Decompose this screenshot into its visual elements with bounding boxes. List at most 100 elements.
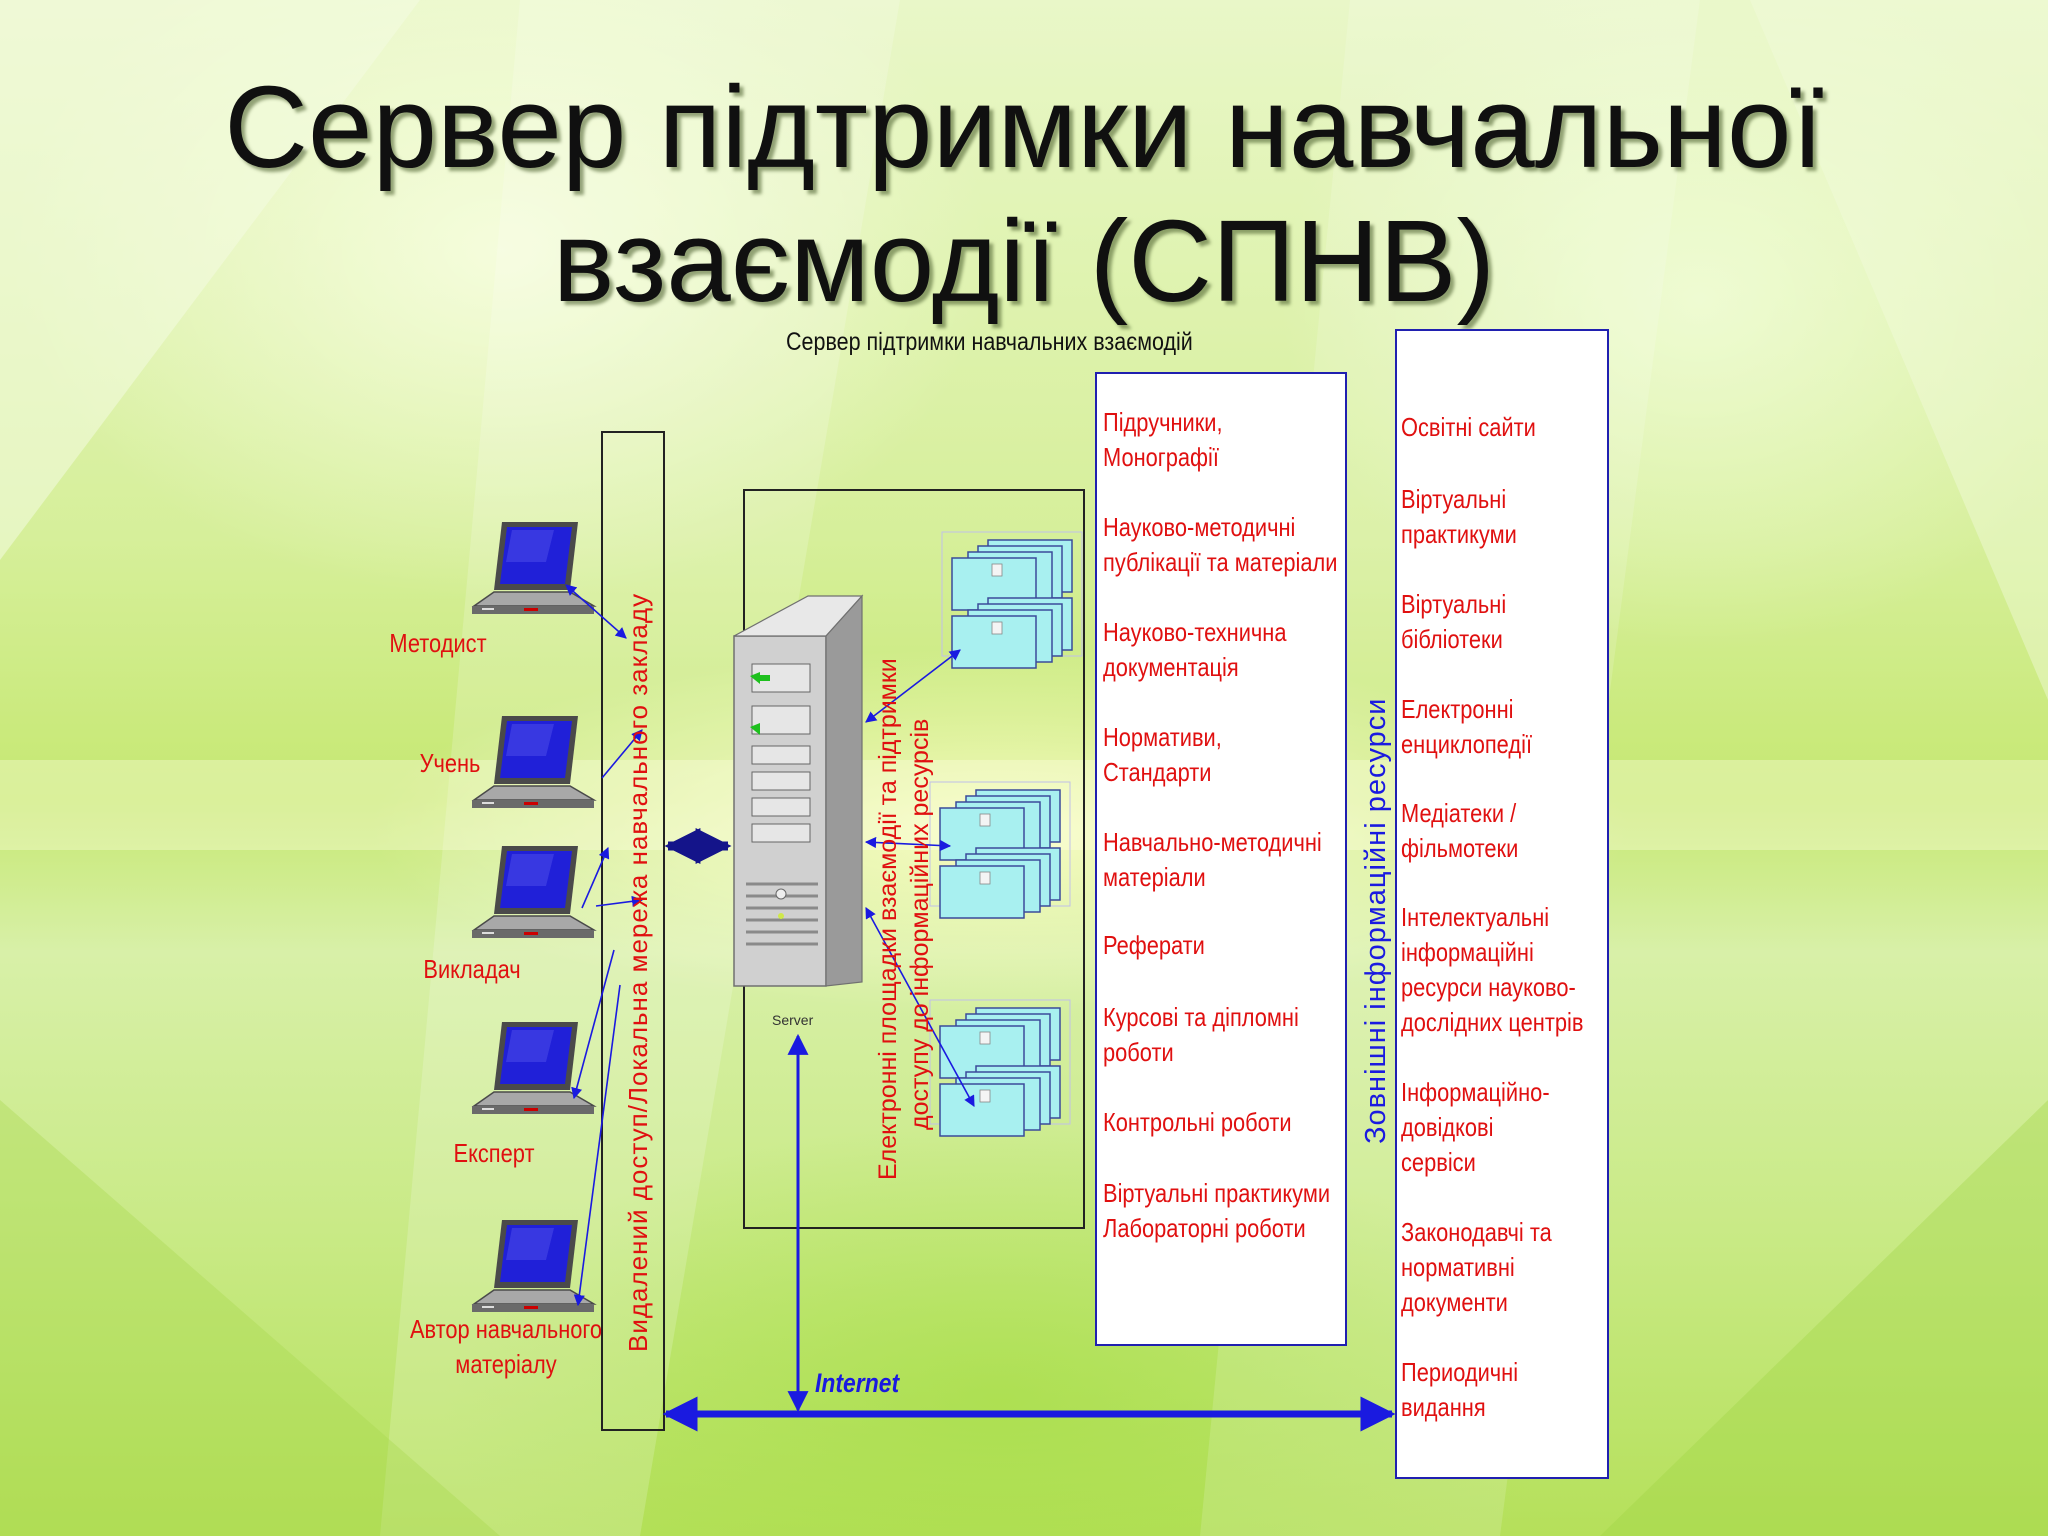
internal-resource-item-line: Монографії [1103, 442, 1219, 472]
internal-resource-item-line: публікації та матеріали [1103, 547, 1338, 577]
internal-resource-item: Контрольні роботи [1103, 1105, 1292, 1140]
role-label-line: Експерт [453, 1138, 535, 1168]
external-resource-item: Медіатеки / фільмотеки [1401, 796, 1518, 866]
external-resource-item: Інформаційно-довідкові сервіси [1401, 1075, 1550, 1180]
laptop-icon-expert [471, 1021, 595, 1115]
arrow-teacher-2 [595, 895, 644, 907]
internal-resource-item: Науково-технична документація [1103, 615, 1287, 685]
internal-resource-item-line: Навчально-методичні [1103, 827, 1322, 857]
internal-resource-item: Курсові та діпломні роботи [1103, 1000, 1299, 1070]
external-resource-item-line: Віртуальні [1401, 589, 1507, 619]
arrow-server-docs-3 [865, 907, 975, 1107]
internal-resource-item: Реферати [1103, 928, 1205, 963]
external-resource-item-line: Інформаційно- [1401, 1077, 1550, 1107]
internal-resource-item-line: Науково-технична [1103, 617, 1287, 647]
arrow-server-docs-2 [864, 836, 952, 852]
arrow-expert [571, 949, 615, 1100]
laptop-icon-methodist [471, 521, 595, 615]
internal-resource-item-line: матеріали [1103, 862, 1206, 892]
internal-resource-item-line: Контрольні роботи [1103, 1107, 1292, 1137]
role-label: Учень [324, 746, 576, 781]
external-label-text: Зовнішні інформаційні ресурси [1360, 697, 1392, 1144]
network-label-text: Видалений доступ/Локальна мережа навчаль… [623, 592, 653, 1352]
diagram-caption: Сервер підтримки навчальних взаємодій [786, 328, 1193, 356]
laptop-icon-teacher [471, 845, 595, 939]
external-resource-item: Периодичні видання [1401, 1355, 1518, 1425]
external-resource-item-line: Периодичні [1401, 1357, 1519, 1387]
platforms-label: Електронні площадки взаємодії та підтрим… [872, 540, 936, 1180]
role-label-line: матеріалу [455, 1349, 557, 1379]
doc-stack-1 [942, 532, 1082, 668]
external-resource-item-line: видання [1401, 1392, 1486, 1422]
network-label: Видалений доступ/Локальна мережа навчаль… [623, 512, 654, 1352]
internal-resource-item-line: Віртуальні практикуми [1103, 1178, 1331, 1208]
external-resource-item: Інтелектуальні інформаційні ресурси науков… [1401, 900, 1583, 1040]
role-label-line: Викладач [423, 954, 521, 984]
role-label: Методист [312, 626, 564, 661]
role-label: Експерт [368, 1136, 620, 1171]
external-resource-item-line: сервіси [1401, 1147, 1476, 1177]
slide-title: Сервер підтримки навчальної взаємодії (С… [0, 60, 2048, 328]
server-icon [733, 594, 864, 987]
internal-resource-item: Підручники, Монографії [1103, 405, 1223, 475]
external-resource-item-line: Інтелектуальні [1401, 902, 1550, 932]
doc-stack-3 [930, 1000, 1070, 1136]
server-label: Server [772, 1012, 814, 1028]
external-resource-item-line: Електронні [1401, 694, 1514, 724]
internal-resource-item: Науково-методичні публікації та матеріали [1103, 510, 1337, 580]
internal-resource-item-line: Науково-методичні [1103, 512, 1296, 542]
external-resource-item-line: енциклопедії [1401, 729, 1533, 759]
internal-resource-item: Нормативи, Стандарти [1103, 720, 1222, 790]
role-label-line: Автор навчального [409, 1314, 603, 1344]
external-resource-item-line: Законодавчі та [1401, 1217, 1552, 1247]
external-resource-item-line: бібліотеки [1401, 624, 1503, 654]
external-resource-item-line: документи [1401, 1287, 1508, 1317]
doc-stack-2 [930, 782, 1070, 918]
role-label: Автор навчального матеріалу [380, 1312, 632, 1382]
external-resource-item-line: практикуми [1401, 519, 1517, 549]
external-resources-box [1395, 329, 1609, 1479]
arrow-server-docs-1 [865, 649, 961, 723]
arrow-methodist [565, 584, 627, 639]
internal-resource-item-line: документація [1103, 652, 1239, 682]
network-box [601, 431, 665, 1431]
external-resource-item-line: Медіатеки / [1401, 798, 1517, 828]
platforms-label-line-1: Електронні площадки взаємодії та підтрим… [874, 658, 902, 1180]
internal-resource-item-line: Реферати [1103, 930, 1205, 960]
role-label-line: Учень [419, 748, 481, 778]
arrow-teacher [581, 846, 610, 909]
internal-resource-item-line: роботи [1103, 1037, 1174, 1067]
internal-resource-item-line: Нормативи, [1103, 722, 1222, 752]
internal-resource-item: Навчально-методичні матеріали [1103, 825, 1322, 895]
external-resource-item-line: Віртуальні [1401, 484, 1507, 514]
external-resource-item-line: ресурси науково- [1401, 972, 1576, 1002]
laptop-icon-author [471, 1219, 595, 1313]
arrow-author [573, 984, 621, 1307]
external-resource-item: Електронні енциклопедії [1401, 692, 1532, 762]
role-label-line: Методист [389, 628, 487, 658]
internal-resource-item-line: Стандарти [1103, 757, 1212, 787]
title-line-1: Сервер підтримки навчальної [224, 62, 1824, 192]
external-resource-item-line: дослідних центрів [1401, 1007, 1584, 1037]
external-resource-item-line: фільмотеки [1401, 833, 1519, 863]
internal-resource-item-line: Лабораторні роботи [1103, 1213, 1306, 1243]
external-label: Зовнішні інформаційні ресурси [1360, 604, 1393, 1144]
title-line-2: взаємодії (СПНВ) [552, 196, 1496, 326]
internal-resources-box [1095, 372, 1347, 1346]
internal-resource-item-line: Курсові та діпломні [1103, 1002, 1299, 1032]
arrow-student [601, 729, 643, 779]
internet-label: Internet [815, 1368, 900, 1398]
external-resource-item-line: Освітні сайти [1401, 412, 1536, 442]
external-resource-item: Законодавчі та нормативні документи [1401, 1215, 1552, 1320]
role-label: Викладач [346, 952, 598, 987]
external-resource-item-line: нормативні [1401, 1252, 1515, 1282]
platforms-label-line-2: доступу до інформаційних ресурсів [906, 718, 934, 1130]
external-resource-item: Віртуальні практикуми [1401, 482, 1517, 552]
external-resource-item: Віртуальні бібліотеки [1401, 587, 1506, 657]
external-resource-item-line: довідкові [1401, 1112, 1494, 1142]
external-resource-item-line: інформаційні [1401, 937, 1534, 967]
external-resource-item: Освітні сайти [1401, 410, 1536, 445]
internal-resource-item-line: Підручники, [1103, 407, 1223, 437]
